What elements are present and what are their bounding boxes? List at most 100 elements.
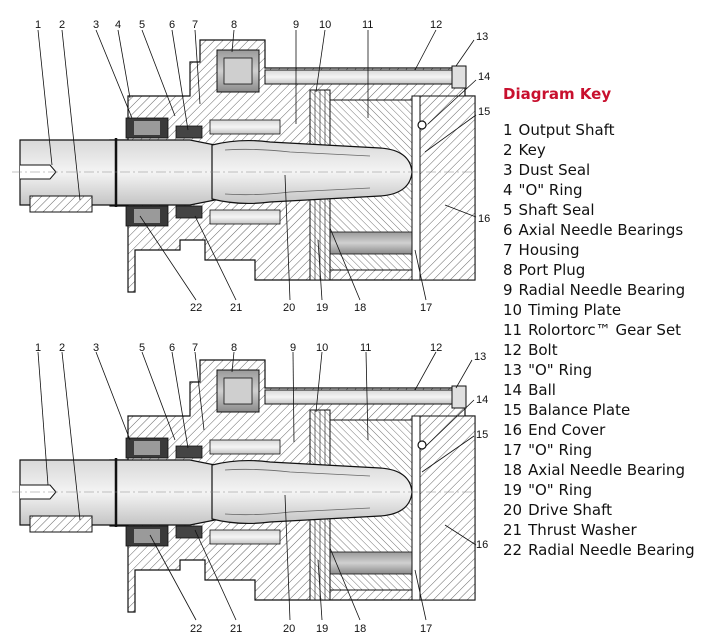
key-item: 2 Key [503,140,695,160]
key-item: 19 "O" Ring [503,480,695,500]
key-item: 17 "O" Ring [503,440,695,460]
top-leader-lines [37,29,477,301]
key-item-number: 18 [503,461,523,479]
key-item-number: 12 [503,341,523,359]
bottom-assembly-view [10,358,477,614]
callout-13: 13 [476,31,488,43]
key-item: 10 Timing Plate [503,300,695,320]
key-item-number: 10 [503,301,523,319]
key-item-number: 14 [503,381,523,399]
key-item-number: 2 [503,141,513,159]
key-item: 3 Dust Seal [503,160,695,180]
key-item-number: 17 [503,441,523,459]
callout-11: 11 [360,342,371,354]
callout-6: 6 [169,342,175,354]
callout-14: 14 [478,71,490,83]
key-item-label: Housing [518,241,580,259]
key-item-label: Key [518,141,546,159]
top-callouts: 1 2 3 4 5 6 7 8 9 10 11 12 13 14 15 16 2… [35,19,490,314]
key-item-number: 20 [503,501,523,519]
key-item-number: 16 [503,421,523,439]
key-item-label: "O" Ring [528,441,593,459]
callout-9: 9 [290,342,296,354]
callout-10: 10 [316,342,328,354]
key-item-label: End Cover [528,421,606,439]
key-item: 21 Thrust Washer [503,520,695,540]
key-item-label: "O" Ring [528,361,593,379]
key-item-label: Ball [528,381,556,399]
callout-16: 16 [476,539,488,551]
key-item: 11 Rolortorc™ Gear Set [503,320,695,340]
key-item-number: 15 [503,401,523,419]
key-item-number: 11 [503,321,523,339]
callout-3: 3 [93,19,99,31]
callout-20: 20 [283,302,295,314]
key-item: 4"O" Ring [503,180,695,200]
key-item-number: 1 [503,121,513,139]
callout-6: 6 [169,19,175,31]
callout-21: 21 [230,623,242,635]
key-item: 16 End Cover [503,420,695,440]
top-assembly-view [10,38,477,294]
callout-19: 19 [316,302,328,314]
callout-9: 9 [293,19,299,31]
key-item-number: 3 [503,161,513,179]
callout-12: 12 [430,19,442,31]
callout-13: 13 [474,351,486,363]
key-item: 18 Axial Needle Bearing [503,460,695,480]
key-item: 22 Radial Needle Bearing [503,540,695,560]
key-item-label: "O" Ring [528,481,593,499]
key-item-label: Drive Shaft [528,501,612,519]
key-item-label: Thrust Washer [528,521,637,539]
callout-4: 4 [115,19,121,31]
key-item: 13 "O" Ring [503,360,695,380]
key-item-label: Output Shaft [518,121,615,139]
callout-3: 3 [93,342,99,354]
key-item-label: Radial Needle Bearing [528,541,695,559]
key-item-number: 9 [503,281,513,299]
callout-19: 19 [316,623,328,635]
key-item-number: 8 [503,261,513,279]
key-item-label: Axial Needle Bearing [528,461,685,479]
key-item: 12 Bolt [503,340,695,360]
callout-1: 1 [35,19,41,31]
key-item-label: Axial Needle Bearings [518,221,684,239]
key-item-number: 19 [503,481,523,499]
callout-15: 15 [478,106,490,118]
callout-7: 7 [192,342,198,354]
callout-5: 5 [139,19,145,31]
callout-21: 21 [230,302,242,314]
key-item-label: Balance Plate [528,401,631,419]
callout-1: 1 [35,342,41,354]
key-item-number: 21 [503,521,523,539]
key-item-number: 4 [503,181,513,199]
key-item-label: Bolt [528,341,558,359]
callout-12: 12 [430,342,442,354]
key-item-label: Rolortorc™ Gear Set [528,321,682,339]
callout-8: 8 [231,342,237,354]
key-item: 14 Ball [503,380,695,400]
callout-17: 17 [420,623,432,635]
key-item-label: Dust Seal [518,161,591,179]
key-item-label: Timing Plate [528,301,622,319]
callout-10: 10 [319,19,331,31]
callout-18: 18 [354,302,366,314]
callout-17: 17 [420,302,432,314]
key-item-number: 5 [503,201,513,219]
key-item-label: Shaft Seal [518,201,595,219]
key-item: 5 Shaft Seal [503,200,695,220]
key-item-number: 13 [503,361,523,379]
key-item: 15 Balance Plate [503,400,695,420]
callout-14: 14 [476,394,488,406]
key-item: 20 Drive Shaft [503,500,695,520]
callout-11: 11 [362,19,373,31]
diagram-key-title: Diagram Key [503,85,612,103]
key-item-number: 22 [503,541,523,559]
bottom-callouts: 1 2 3 5 6 7 8 9 10 11 12 13 14 15 16 22 … [35,342,488,635]
